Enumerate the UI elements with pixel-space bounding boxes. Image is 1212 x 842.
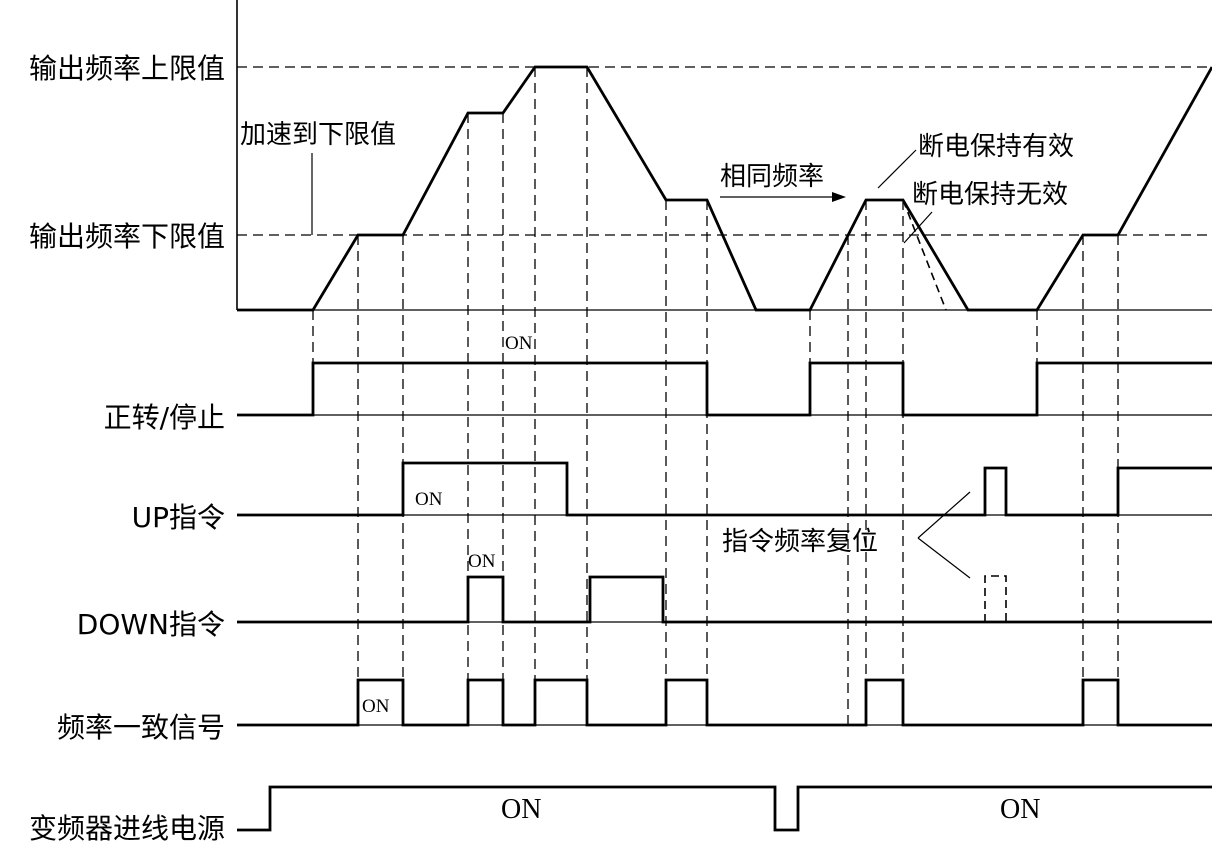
hold-valid-leader — [877, 149, 917, 189]
up-command-label: UP指令 — [132, 501, 225, 534]
freq-agree-waveform — [237, 678, 1212, 727]
power-on-label-2: ON — [1000, 794, 1040, 825]
down-reset-dashed-pulse — [984, 575, 1007, 622]
command-reset-annotation: 指令频率复位 — [722, 527, 878, 557]
forward-on-label: ON — [505, 333, 533, 354]
inverter-power-label: 变频器进线电源 — [29, 812, 225, 842]
power-on-label-1: ON — [501, 794, 541, 825]
forward-stop-waveform — [237, 361, 1212, 417]
down-command-label: DOWN指令 — [77, 608, 225, 641]
freq-agree-label: 频率一致信号 — [57, 711, 225, 744]
up-command-waveform — [237, 461, 1212, 517]
agree-on-label: ON — [362, 696, 390, 717]
same-frequency-annotation: 相同频率 — [720, 162, 824, 192]
inverter-power-waveform — [237, 785, 1212, 832]
hold-valid-annotation: 断电保持有效 — [918, 132, 1074, 162]
hold-invalid-annotation: 断电保持无效 — [912, 180, 1068, 210]
down-command-waveform — [237, 575, 1212, 624]
forward-stop-label: 正转/停止 — [104, 401, 225, 434]
output-frequency-waveform — [237, 65, 1212, 312]
lower-limit-label: 输出频率下限值 — [29, 220, 225, 253]
upper-limit-label: 输出频率上限值 — [29, 52, 225, 85]
accel-to-lower-annotation: 加速到下限值 — [240, 120, 396, 150]
down-on-label: ON — [468, 551, 496, 572]
up-on-label: ON — [415, 489, 443, 510]
command-reset-leader-up — [917, 491, 971, 539]
same-frequency-arrowhead — [832, 192, 846, 202]
hold-invalid-leader — [903, 211, 933, 244]
guide-lines — [312, 67, 1119, 725]
hold-invalid-decel — [902, 199, 947, 311]
command-reset-leader-down — [917, 537, 971, 579]
